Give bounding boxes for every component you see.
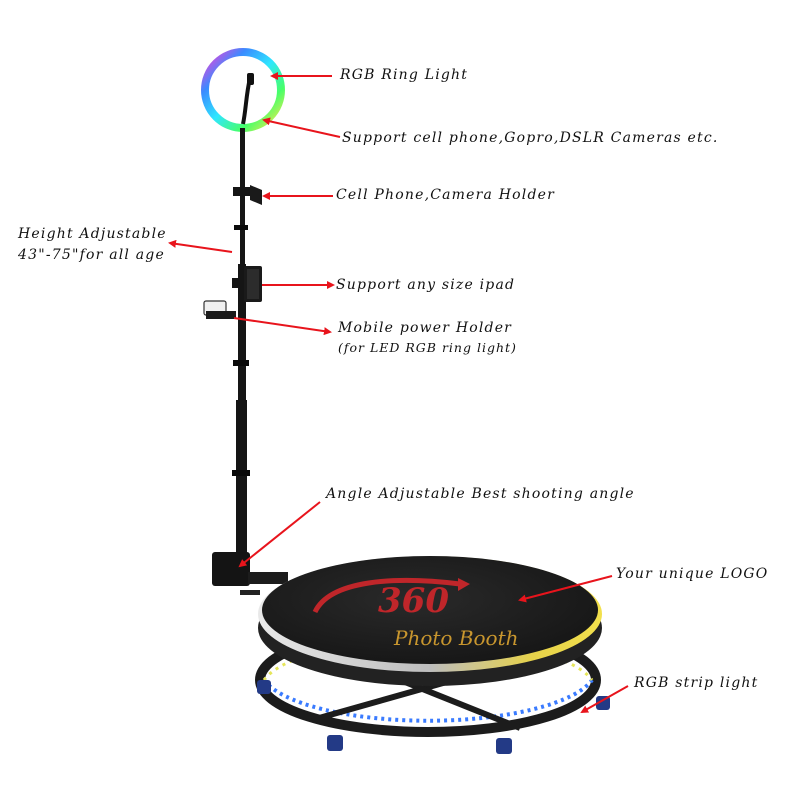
platform-logo-number: 360 [378, 581, 449, 621]
annotation-height-line2: 43"-75"for all age [18, 247, 165, 263]
annotation-arrows [168, 72, 629, 713]
arrow-logo [518, 575, 613, 603]
annotation-strip: RGB strip light [634, 675, 759, 691]
arrow-strip [580, 685, 629, 713]
annotation-height-line1: Height Adjustable [18, 226, 167, 242]
ipad-holder [232, 266, 262, 302]
telescopic-pole [232, 128, 250, 560]
arrow-height [168, 239, 233, 253]
annotation-power-line2: (for LED RGB ring light) [338, 340, 517, 355]
arrow-power [233, 317, 332, 336]
annotation-cameras: Support cell phone,Gopro,DSLR Cameras et… [342, 130, 719, 146]
rotating-platform: 360 Photo Booth [258, 556, 602, 686]
platform-logo-script: Photo Booth [393, 626, 519, 650]
power-bank-holder [203, 300, 236, 319]
annotation-ipad: Support any size ipad [336, 277, 516, 293]
phone-holder [233, 185, 262, 205]
annotation-logo: Your unique LOGO [616, 566, 769, 582]
annotation-ring-light: RGB Ring Light [340, 67, 469, 83]
arrow-cameras [262, 117, 341, 138]
arrow-angle [238, 501, 321, 568]
annotation-phone-holder: Cell Phone,Camera Holder [336, 187, 555, 203]
annotation-power-line1: Mobile power Holder [338, 320, 513, 336]
annotation-angle: Angle Adjustable Best shooting angle [326, 486, 635, 502]
ring-light [201, 48, 285, 132]
